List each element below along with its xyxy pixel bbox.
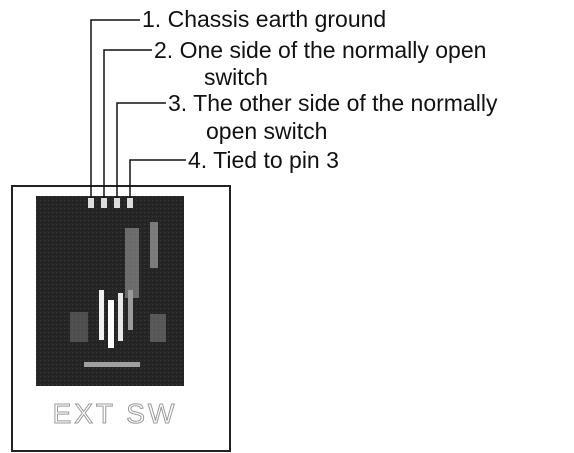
callout-3-number: 3. <box>168 90 188 116</box>
module-label: EXT SW <box>52 398 178 430</box>
callout-1: 1. Chassis earth ground <box>142 6 386 32</box>
callout-4-text: Tied to pin 3 <box>213 147 339 173</box>
leader-line-2 <box>103 49 152 198</box>
callout-2-text: One side of the normally open <box>179 37 487 63</box>
callout-1-number: 1. <box>142 6 162 32</box>
modular-jack <box>36 196 184 386</box>
callout-2-continuation: switch <box>204 64 268 90</box>
jack-pins <box>88 198 133 208</box>
callout-3-continuation: open switch <box>206 118 328 144</box>
callout-1-text: Chassis earth ground <box>167 6 387 32</box>
leader-line-4 <box>129 159 186 198</box>
leader-line-3 <box>116 102 166 198</box>
callout-2: 2. One side of the normally open <box>154 37 486 63</box>
leader-lines <box>90 19 186 198</box>
callout-3: 3. The other side of the normally <box>168 90 497 116</box>
callout-4: 4. Tied to pin 3 <box>188 147 339 173</box>
leader-line-1 <box>90 19 140 198</box>
callout-3-text: The other side of the normally <box>193 90 498 116</box>
callout-4-number: 4. <box>188 147 208 173</box>
callout-2-number: 2. <box>154 37 174 63</box>
jack-internal-detail <box>70 222 166 367</box>
